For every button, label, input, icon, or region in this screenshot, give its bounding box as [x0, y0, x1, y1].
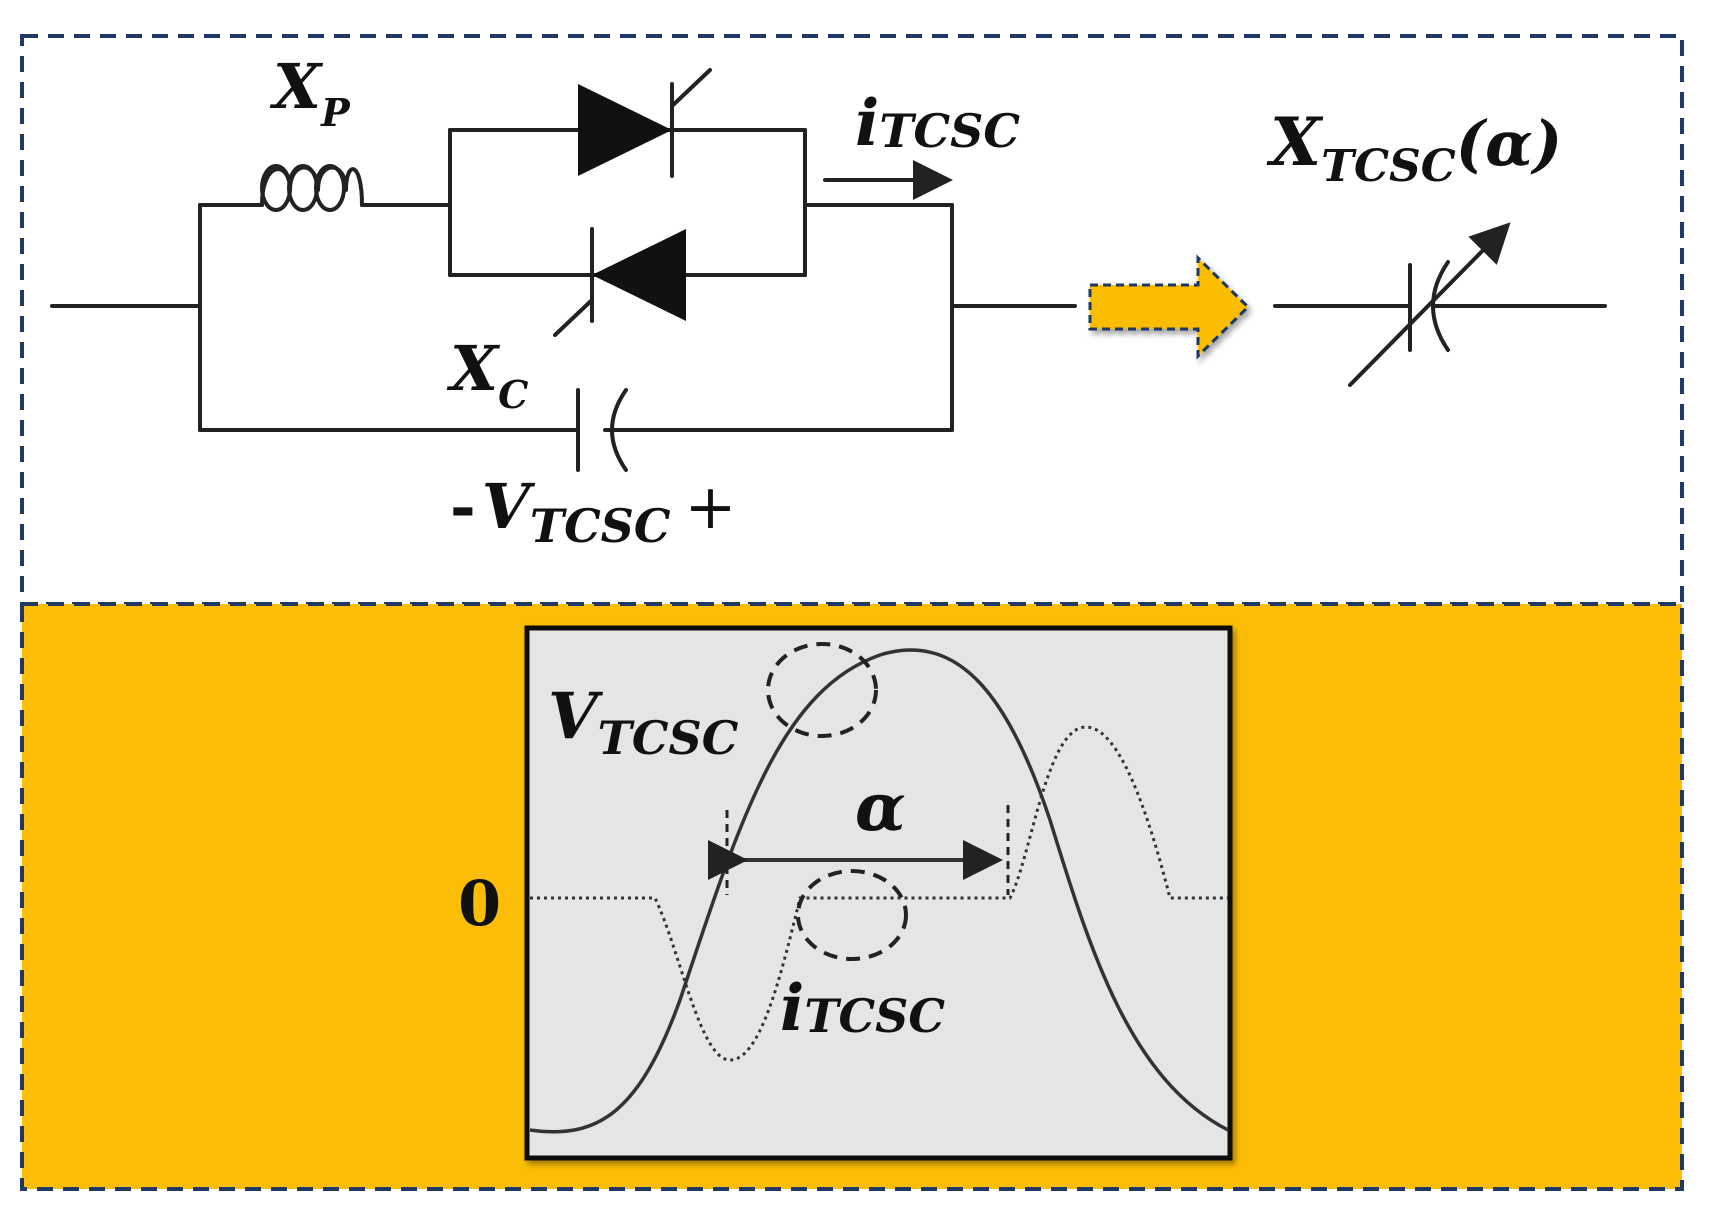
voltage-highlight-circle	[766, 642, 878, 738]
waveform-plot	[524, 625, 1233, 1161]
thyristor-icon	[578, 68, 712, 178]
circuit	[50, 68, 1077, 472]
thyristor-2-icon	[553, 227, 686, 337]
alpha-label: α	[855, 768, 906, 846]
plot-frame	[524, 625, 1233, 1161]
voltage-waveform	[529, 648, 1229, 1134]
equivalence-arrow-icon	[1088, 254, 1251, 360]
zero-label: 0	[458, 867, 501, 940]
itcsc-top-label: iTCSC	[855, 86, 1020, 161]
vtcsc-label: -VTCSC+	[450, 470, 736, 553]
i-waveform-label: iTCSC	[780, 971, 945, 1046]
xp-label: XP	[269, 50, 351, 135]
current-waveform	[530, 725, 1228, 1062]
xc-label: XC	[446, 332, 528, 417]
inductor-icon	[260, 164, 364, 212]
v-waveform-label: VTCSC	[548, 679, 739, 765]
variable-capacitor-icon	[1273, 222, 1607, 387]
circuit-panel	[20, 34, 1684, 606]
current-highlight-circle	[796, 869, 908, 961]
xtcsc-label: XTCSC(α)	[1266, 103, 1562, 192]
